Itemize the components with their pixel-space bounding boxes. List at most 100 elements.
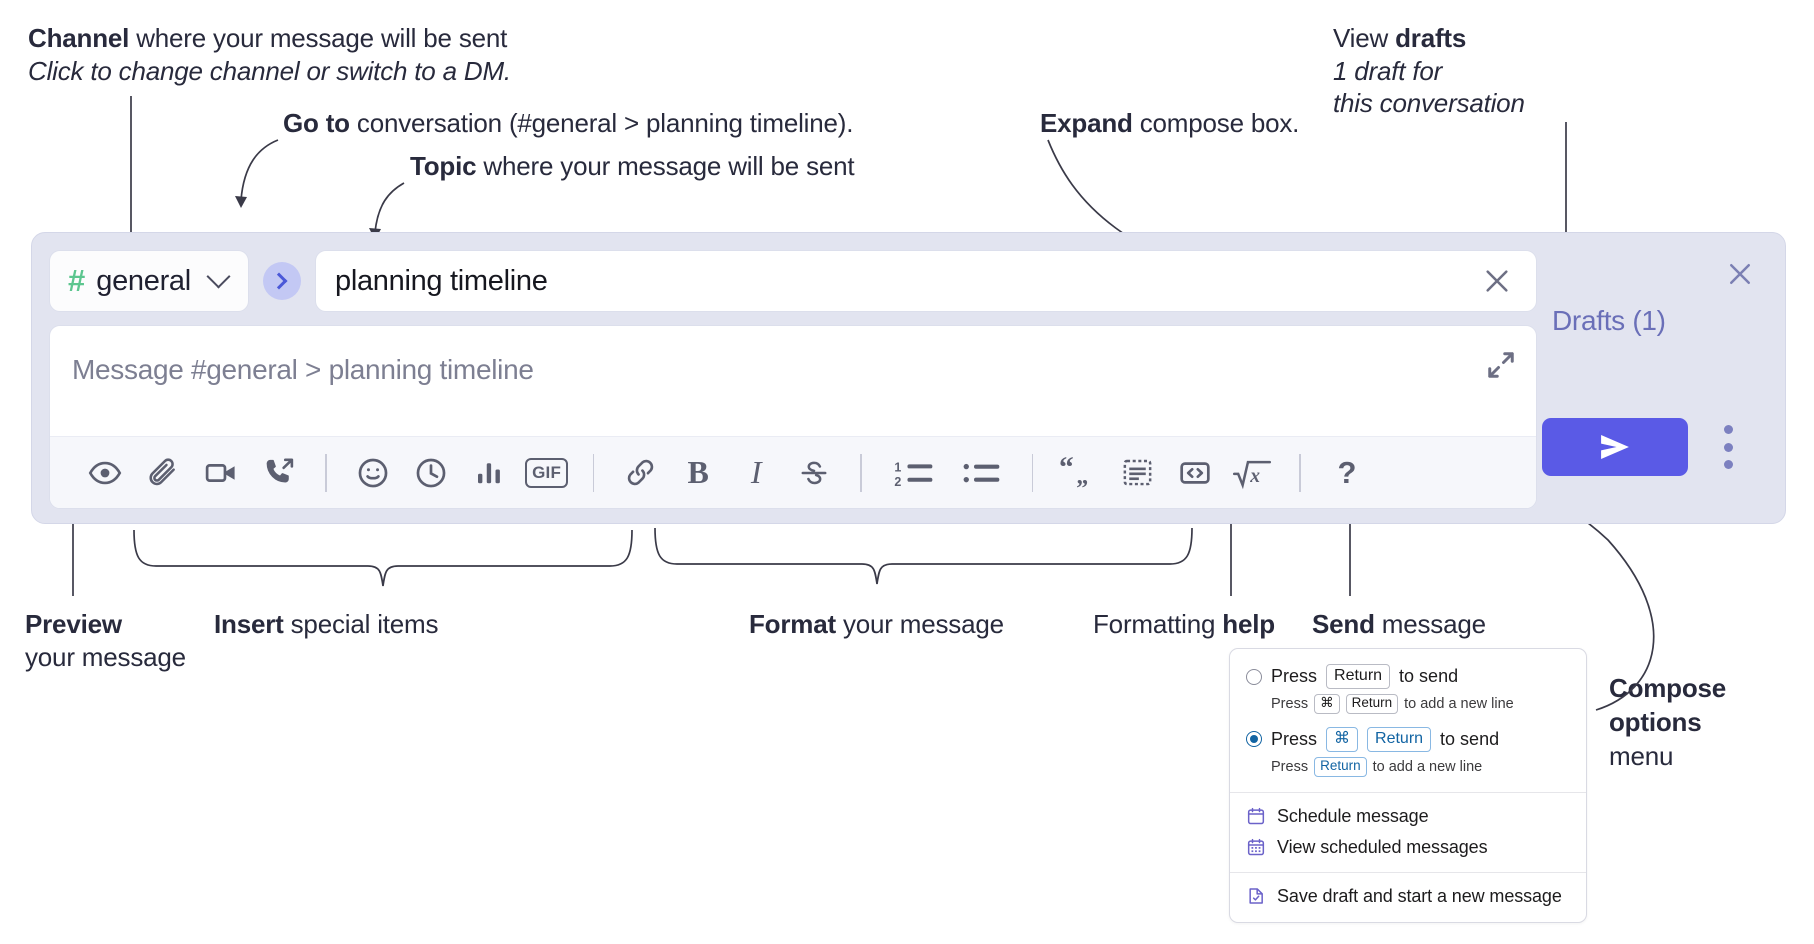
annotation-goto-rest: conversation (#general > planning timeli… [349, 108, 854, 138]
menu-option2-sub-tail: to add a new line [1372, 758, 1483, 775]
annotation-drafts-normal: View [1333, 23, 1396, 53]
menu-item-view-scheduled[interactable]: View scheduled messages [1230, 832, 1586, 863]
svg-text:„: „ [1077, 463, 1089, 489]
annotation-topic-bold: Topic [410, 151, 477, 181]
svg-text:x: x [1250, 466, 1261, 487]
help-icon[interactable]: ? [1318, 445, 1376, 501]
annotation-channel: Channel where your message will be sent … [28, 22, 511, 87]
video-clip-icon[interactable] [192, 445, 250, 501]
code-icon[interactable] [1166, 445, 1224, 501]
menu-option2-key1: ⌘ [1326, 726, 1359, 752]
menu-option2-sub-press: Press [1271, 758, 1309, 775]
annotation-channel-italic: Click to change channel or switch to a D… [28, 55, 511, 86]
preview-icon[interactable] [76, 445, 134, 501]
annotation-co-line2: options [1609, 706, 1702, 737]
gif-icon[interactable]: GIF [518, 445, 576, 501]
message-input-box[interactable]: Message #general > planning timeline [49, 325, 1537, 509]
emoji-icon[interactable] [344, 445, 402, 501]
expand-compose-icon[interactable] [1480, 344, 1522, 386]
audio-clip-icon[interactable] [250, 445, 308, 501]
ordered-list-icon[interactable]: 1 2 [879, 445, 949, 501]
menu-option2-subtext: Press Return to add a new line [1230, 755, 1586, 783]
annotation-topic: Topic where your message will be sent [410, 150, 855, 183]
annotation-expand: Expand compose box. [1040, 107, 1299, 140]
go-to-conversation-button[interactable] [263, 262, 301, 300]
annotation-insert-rest: special items [283, 609, 439, 639]
menu-item-label: View scheduled messages [1277, 836, 1488, 857]
strikethrough-icon[interactable] [785, 445, 843, 501]
menu-radio-cmd-return-to-send[interactable]: Press ⌘ Return to send [1230, 724, 1586, 755]
calendar-schedule-icon [1246, 806, 1266, 826]
chevron-right-icon [270, 272, 288, 290]
bold-icon[interactable]: B [669, 445, 727, 501]
toolbar-divider [1031, 453, 1034, 492]
radio-selected-icon [1246, 731, 1262, 748]
annotation-send-rest: message [1374, 609, 1486, 639]
menu-option2-sub-key: Return [1314, 756, 1367, 777]
topic-field[interactable]: planning timeline [315, 250, 1537, 312]
annotation-send: Send message [1312, 608, 1486, 641]
annotation-help-normal: Formatting [1093, 609, 1223, 639]
annotation-co-line1: Compose [1609, 673, 1727, 703]
clear-topic-icon[interactable] [1468, 252, 1526, 310]
compose-options-icon[interactable] [1715, 425, 1741, 469]
menu-option1-subtext: Press ⌘ Return to add a new line [1230, 692, 1586, 720]
menu-item-label: Schedule message [1277, 805, 1429, 826]
svg-text:2: 2 [894, 475, 901, 489]
context-row: # general planning timeline [49, 249, 1537, 313]
topic-value: planning timeline [335, 264, 548, 297]
drafts-link[interactable]: Drafts (1) [1552, 305, 1666, 336]
annotation-channel-rest: where your message will be sent [129, 23, 508, 53]
send-icon [1601, 434, 1629, 460]
link-icon[interactable] [611, 445, 669, 501]
message-placeholder: Message #general > planning timeline [72, 354, 534, 385]
bulleted-list-icon[interactable] [949, 445, 1015, 501]
annotation-help-bold: help [1222, 609, 1275, 639]
compose-inner: # general planning timeline [49, 249, 1537, 509]
clock-icon[interactable] [402, 445, 460, 501]
italic-icon[interactable]: I [727, 445, 785, 501]
code-block-icon[interactable] [1108, 445, 1166, 501]
radio-unselected-icon [1246, 668, 1262, 685]
send-button[interactable] [1542, 418, 1688, 476]
compose-panel: # general planning timeline [31, 232, 1786, 524]
menu-option1-sub-tail: to add a new line [1404, 695, 1514, 712]
menu-item-label: Save draft and start a new message [1277, 885, 1562, 906]
annotation-expand-bold: Expand [1040, 108, 1133, 138]
annotation-format-rest: your message [835, 609, 1004, 639]
annotation-topic-rest: where your message will be sent [476, 151, 855, 181]
annotation-preview-bold: Preview [25, 609, 122, 639]
svg-text:“: “ [1059, 456, 1074, 484]
close-compose-icon[interactable] [1719, 253, 1761, 295]
math-icon[interactable]: x [1224, 445, 1282, 501]
annotation-insert-bold: Insert [214, 609, 284, 639]
menu-item-schedule-message[interactable]: Schedule message [1230, 801, 1586, 832]
compose-options-menu: Press Return to send Press ⌘ Return to a… [1229, 648, 1587, 923]
blockquote-icon[interactable]: “ „ [1050, 445, 1108, 501]
formatting-toolbar: GIF B I [50, 436, 1536, 508]
channel-name: general [96, 264, 191, 297]
help-label: ? [1337, 454, 1357, 490]
menu-option1-tail: to send [1399, 666, 1459, 686]
gif-label: GIF [525, 457, 569, 488]
toolbar-divider [325, 453, 327, 492]
menu-option2-key2: Return [1367, 726, 1432, 752]
toolbar-divider [860, 453, 862, 492]
annotation-preview-line2: your message [25, 641, 186, 672]
menu-option1-press: Press [1271, 666, 1318, 686]
channel-selector[interactable]: # general [49, 250, 249, 312]
annotation-preview: Preview your message [25, 608, 186, 673]
annotation-insert: Insert special items [214, 608, 439, 641]
toolbar-divider [592, 453, 595, 492]
hash-icon: # [68, 262, 86, 298]
annotation-drafts-line3: this conversation [1333, 88, 1525, 118]
attachment-icon[interactable] [134, 445, 192, 501]
toolbar-divider [1299, 453, 1301, 492]
poll-icon[interactable] [460, 445, 518, 501]
menu-item-save-draft[interactable]: Save draft and start a new message [1230, 881, 1586, 912]
menu-option1-sub-key2: Return [1345, 694, 1399, 714]
menu-radio-return-to-send[interactable]: Press Return to send [1230, 661, 1586, 692]
annotation-format: Format your message [749, 608, 1004, 641]
calendar-grid-icon [1246, 837, 1266, 857]
